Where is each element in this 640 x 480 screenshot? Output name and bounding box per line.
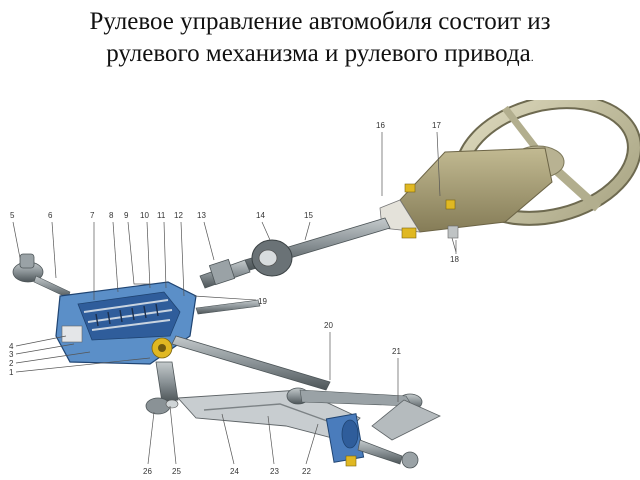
label-3: 3 <box>9 350 14 359</box>
universal-joint <box>199 258 251 289</box>
title-line-2: рулевого механизма и рулевого привода. <box>0 38 640 73</box>
leader-lines <box>12 131 457 465</box>
tie-rod-long <box>171 335 331 391</box>
steering-system-diagram: 5 6 7 8 9 10 11 12 13 14 15 16 17 18 19 … <box>9 100 640 476</box>
steering-gear-housing <box>55 281 197 365</box>
label-6: 6 <box>48 211 53 220</box>
slide-title: Рулевое управление автомобиля состоит из… <box>0 6 640 73</box>
tie-rod-left <box>12 253 71 299</box>
label-9: 9 <box>124 211 129 220</box>
suspension-arm <box>177 387 441 441</box>
pitman-arm <box>145 361 179 415</box>
steering-knuckle <box>325 413 419 469</box>
label-13: 13 <box>197 211 206 220</box>
label-22: 22 <box>302 467 311 476</box>
label-12: 12 <box>174 211 183 220</box>
steering-column-upper <box>379 147 553 253</box>
title-period: . <box>530 50 534 64</box>
label-20: 20 <box>324 321 333 330</box>
title-line-2-text: рулевого механизма и рулевого привода <box>106 40 531 67</box>
label-1: 1 <box>9 368 14 377</box>
steering-linkage <box>195 299 261 315</box>
label-10: 10 <box>140 211 149 220</box>
label-18: 18 <box>450 255 459 264</box>
label-24: 24 <box>230 467 239 476</box>
title-line-1: Рулевое управление автомобиля состоит из <box>89 8 551 35</box>
label-25: 25 <box>172 467 181 476</box>
label-19: 19 <box>258 297 267 306</box>
protective-boot <box>251 239 293 277</box>
label-8: 8 <box>109 211 114 220</box>
label-17: 17 <box>432 121 441 130</box>
label-7: 7 <box>90 211 95 220</box>
label-16: 16 <box>376 121 385 130</box>
label-2: 2 <box>9 359 14 368</box>
label-15: 15 <box>304 211 313 220</box>
label-4: 4 <box>9 342 14 351</box>
label-26: 26 <box>143 467 152 476</box>
label-23: 23 <box>270 467 279 476</box>
label-21: 21 <box>392 347 401 356</box>
label-11: 11 <box>157 211 166 220</box>
label-14: 14 <box>256 211 265 220</box>
label-5: 5 <box>10 211 15 220</box>
